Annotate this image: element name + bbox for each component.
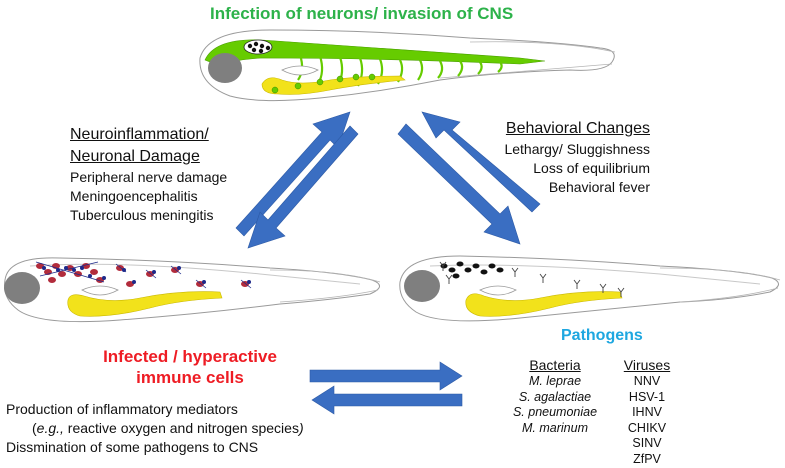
- fish-top-fin: [439, 41, 616, 79]
- left-item: Peripheral nerve damage: [70, 169, 228, 185]
- immune-line2: (e.g., reactive oxygen and nitrogen spec…: [6, 419, 304, 438]
- virus-item: HSV-1: [628, 389, 666, 404]
- immune-line2-suffix: ): [298, 420, 304, 436]
- fish-right-pathogens: [440, 261, 504, 279]
- fish-left-immune-cells: [35, 261, 252, 289]
- arrow-right-horizontal: [309, 361, 463, 391]
- immune-line2-prefix: (: [32, 420, 37, 436]
- virus-item: NNV: [633, 374, 661, 388]
- virus-item: IHNV: [632, 405, 662, 419]
- left-item: Meningoencephalitis: [70, 188, 198, 204]
- pathogens-title: Pathogens: [561, 327, 643, 344]
- arrow-left-horizontal: [311, 385, 463, 415]
- left-heading-line2: Neuronal Damage: [70, 148, 200, 165]
- fish-top-pathogen-cluster: [243, 39, 273, 55]
- fish-top-yolk: [261, 75, 406, 95]
- fish-top-eye: [208, 53, 242, 83]
- arrow-up-left: [235, 111, 351, 237]
- viruses-header: Viruses: [623, 357, 671, 373]
- fish-right-fin: [659, 267, 781, 303]
- fish-left: [4, 257, 381, 323]
- right-item: Lethargy/ Sluggishness: [504, 141, 650, 157]
- immune-title-line1: Infected / hyperactive: [103, 347, 277, 366]
- fish-right-spine: [429, 264, 761, 285]
- fish-top-swim-bladder: [281, 65, 319, 76]
- fish-left-fin: [269, 269, 381, 303]
- virus-item: ZfPV: [633, 451, 661, 466]
- right-item: Loss of equilibrium: [533, 160, 650, 176]
- fish-right: [399, 255, 781, 322]
- fish-left-swim-bladder: [81, 285, 119, 296]
- immune-title: Infected / hyperactive immune cells: [80, 346, 300, 388]
- bacteria-header: Bacteria: [529, 357, 581, 373]
- bacteria-item: S. agalactiae: [518, 389, 592, 404]
- right-heading: Behavioral Changes: [505, 120, 650, 137]
- viruses-column: Viruses NNV HSV-1 IHNV CHIKV SINV ZfPV: [617, 356, 677, 467]
- fish-right-outline: [399, 255, 779, 322]
- virus-item: SINV: [632, 436, 662, 450]
- fish-left-spine: [29, 263, 361, 285]
- immune-description: Production of inflammatory mediators (e.…: [6, 400, 304, 457]
- bacteria-item: M. marinum: [522, 420, 588, 435]
- top-title: Infection of neurons/ invasion of CNS: [210, 4, 514, 23]
- immune-line2-rest: reactive oxygen and nitrogen species: [63, 420, 299, 436]
- immune-line2-italic: e.g.,: [36, 420, 64, 436]
- arrows: [235, 111, 541, 415]
- immune-line3: Dissmination of some pathogens to CNS: [6, 439, 259, 455]
- bacteria-item: S. pneumoniae: [512, 405, 598, 419]
- fish-left-yolk: [67, 291, 223, 317]
- fish-top-outline: [199, 29, 615, 102]
- fish-right-yolk: [465, 291, 623, 317]
- fish-top: [199, 29, 616, 102]
- fish-top-green-dots: [271, 73, 376, 94]
- arrow-down-right: [397, 123, 521, 245]
- fish-left-eye: [4, 272, 40, 304]
- fish-right-swim-bladder: [479, 285, 517, 296]
- fish-right-eye: [404, 270, 440, 302]
- immune-line1: Production of inflammatory mediators: [6, 401, 238, 417]
- bacteria-column: Bacteria M. leprae S. agalactiae S. pneu…: [505, 356, 605, 436]
- left-heading-line1: Neuroinflammation/: [70, 126, 209, 143]
- virus-item: CHIKV: [627, 420, 667, 435]
- right-panel: Behavioral Changes Lethargy/ Sluggishnes…: [504, 118, 650, 197]
- left-item: Tuberculous meningitis: [70, 207, 214, 223]
- arrow-down-left: [247, 125, 359, 249]
- left-panel: Neuroinflammation/ Neuronal Damage Perip…: [70, 124, 227, 225]
- right-item: Behavioral fever: [548, 179, 650, 195]
- immune-title-line2: immune cells: [136, 368, 244, 387]
- fish-right-viruses: [439, 261, 625, 297]
- fish-left-outline: [4, 257, 380, 323]
- bacteria-item: M. leprae: [528, 374, 582, 388]
- arrow-up-right: [421, 111, 541, 213]
